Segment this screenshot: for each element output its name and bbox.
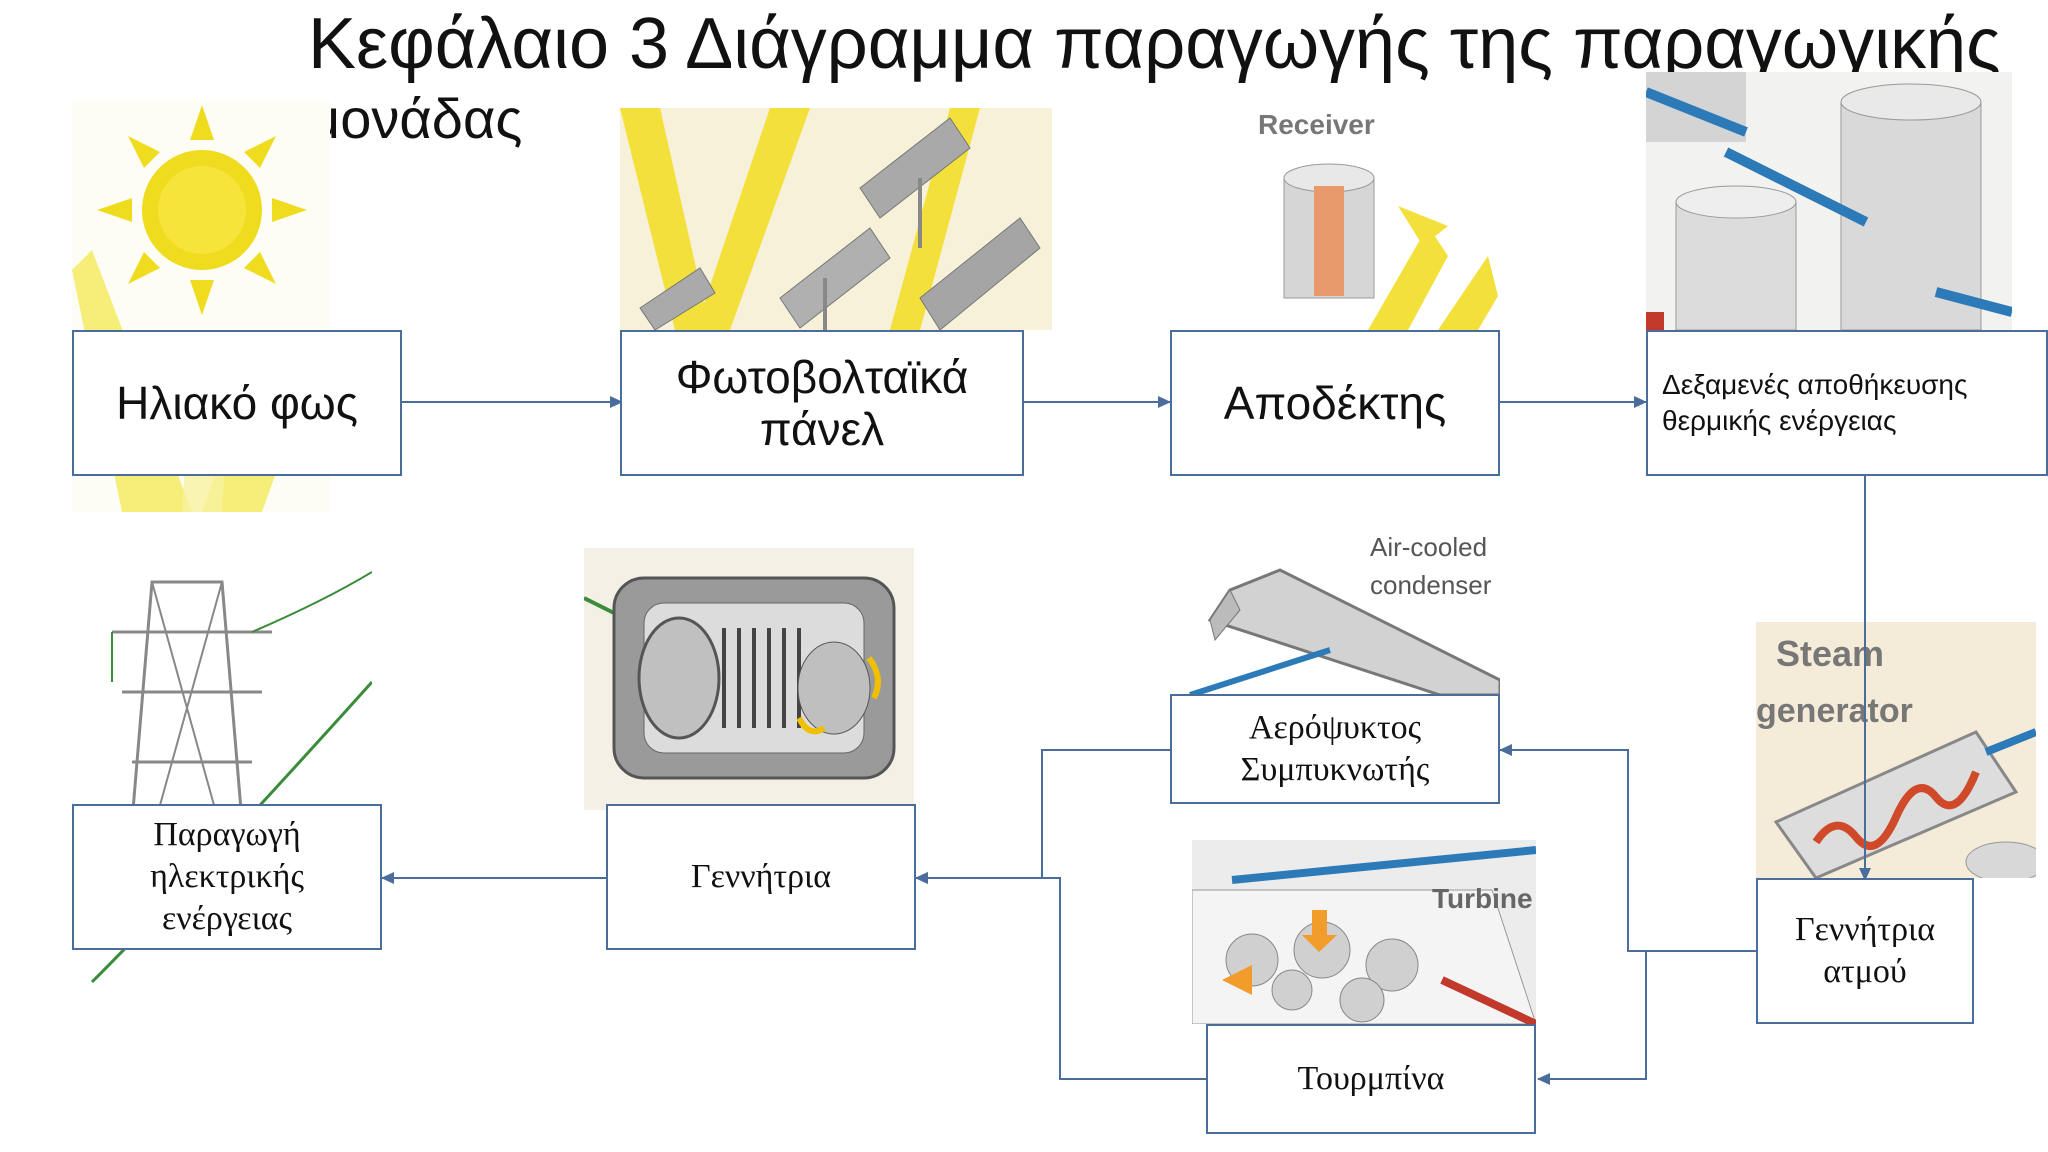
arrow-steam-to-condenser xyxy=(1499,744,1756,952)
slide-title: Κεφάλαιο 3 Διάγραμμα παραγωγής της παραγ… xyxy=(308,4,2001,154)
node-condenser: Αερόψυκτος Συμπυκνωτής xyxy=(1170,694,1500,804)
condenser-image-label-2: condenser xyxy=(1370,570,1492,600)
condenser-image-label-1: Air-cooled xyxy=(1370,532,1487,562)
node-storage-tanks: Δεξαμενές αποθήκευσης θερμικής ενέργειας xyxy=(1646,330,2048,476)
node-receiver: Αποδέκτης xyxy=(1170,330,1500,476)
arrow-turbine-to-generator xyxy=(915,872,1206,1080)
condenser-image: Air-cooled condenser xyxy=(1170,520,1500,695)
steam-image-label-2: generator xyxy=(1756,692,1913,730)
turbine-image: Turbine xyxy=(1192,840,1536,1024)
arrow-condenser-to-generator xyxy=(915,749,1170,884)
node-storage-tanks-label: Δεξαμενές αποθήκευσης θερμικής ενέργειας xyxy=(1662,369,1968,436)
node-condenser-label: Αερόψυκτος Συμπυκνωτής xyxy=(1240,709,1430,788)
node-pv-panels-label: Φωτοβολταϊκά πάνελ xyxy=(675,351,969,455)
heliostats-image xyxy=(620,108,1052,330)
node-sunlight-label: Ηλιακό φως xyxy=(116,377,358,429)
node-sunlight: Ηλιακό φως xyxy=(72,330,402,476)
node-power-production: Παραγωγή ηλεκτρικής ενέργειας xyxy=(72,804,382,950)
node-steam-generator-label: Γεννήτρια ατμού xyxy=(1794,911,1936,990)
node-generator-label: Γεννήτρια xyxy=(690,858,832,895)
node-generator: Γεννήτρια xyxy=(606,804,916,950)
node-turbine-label: Τουρμπίνα xyxy=(1297,1060,1445,1097)
title-line-1: Κεφάλαιο 3 Διάγραμμα παραγωγής της παραγ… xyxy=(308,4,2001,84)
node-receiver-label: Αποδέκτης xyxy=(1223,377,1447,429)
node-steam-generator: Γεννήτρια ατμού xyxy=(1756,878,1974,1024)
node-power-production-label: Παραγωγή ηλεκτρικής ενέργειας xyxy=(150,816,304,937)
steam-image-label-1: Steam xyxy=(1776,633,1884,674)
title-line-2: μονάδας xyxy=(308,87,523,150)
arrow-steam-to-turbine xyxy=(1537,951,1647,1085)
turbine-image-label: Turbine xyxy=(1432,883,1533,914)
receiver-image: Receiver xyxy=(1248,106,1498,330)
receiver-image-label: Receiver xyxy=(1258,109,1375,140)
generator-image xyxy=(584,548,914,810)
steam-generator-image: Steam generator xyxy=(1756,622,2036,878)
node-pv-panels: Φωτοβολταϊκά πάνελ xyxy=(620,330,1024,476)
node-turbine: Τουρμπίνα xyxy=(1206,1024,1536,1134)
storage-tanks-image xyxy=(1646,72,2012,330)
